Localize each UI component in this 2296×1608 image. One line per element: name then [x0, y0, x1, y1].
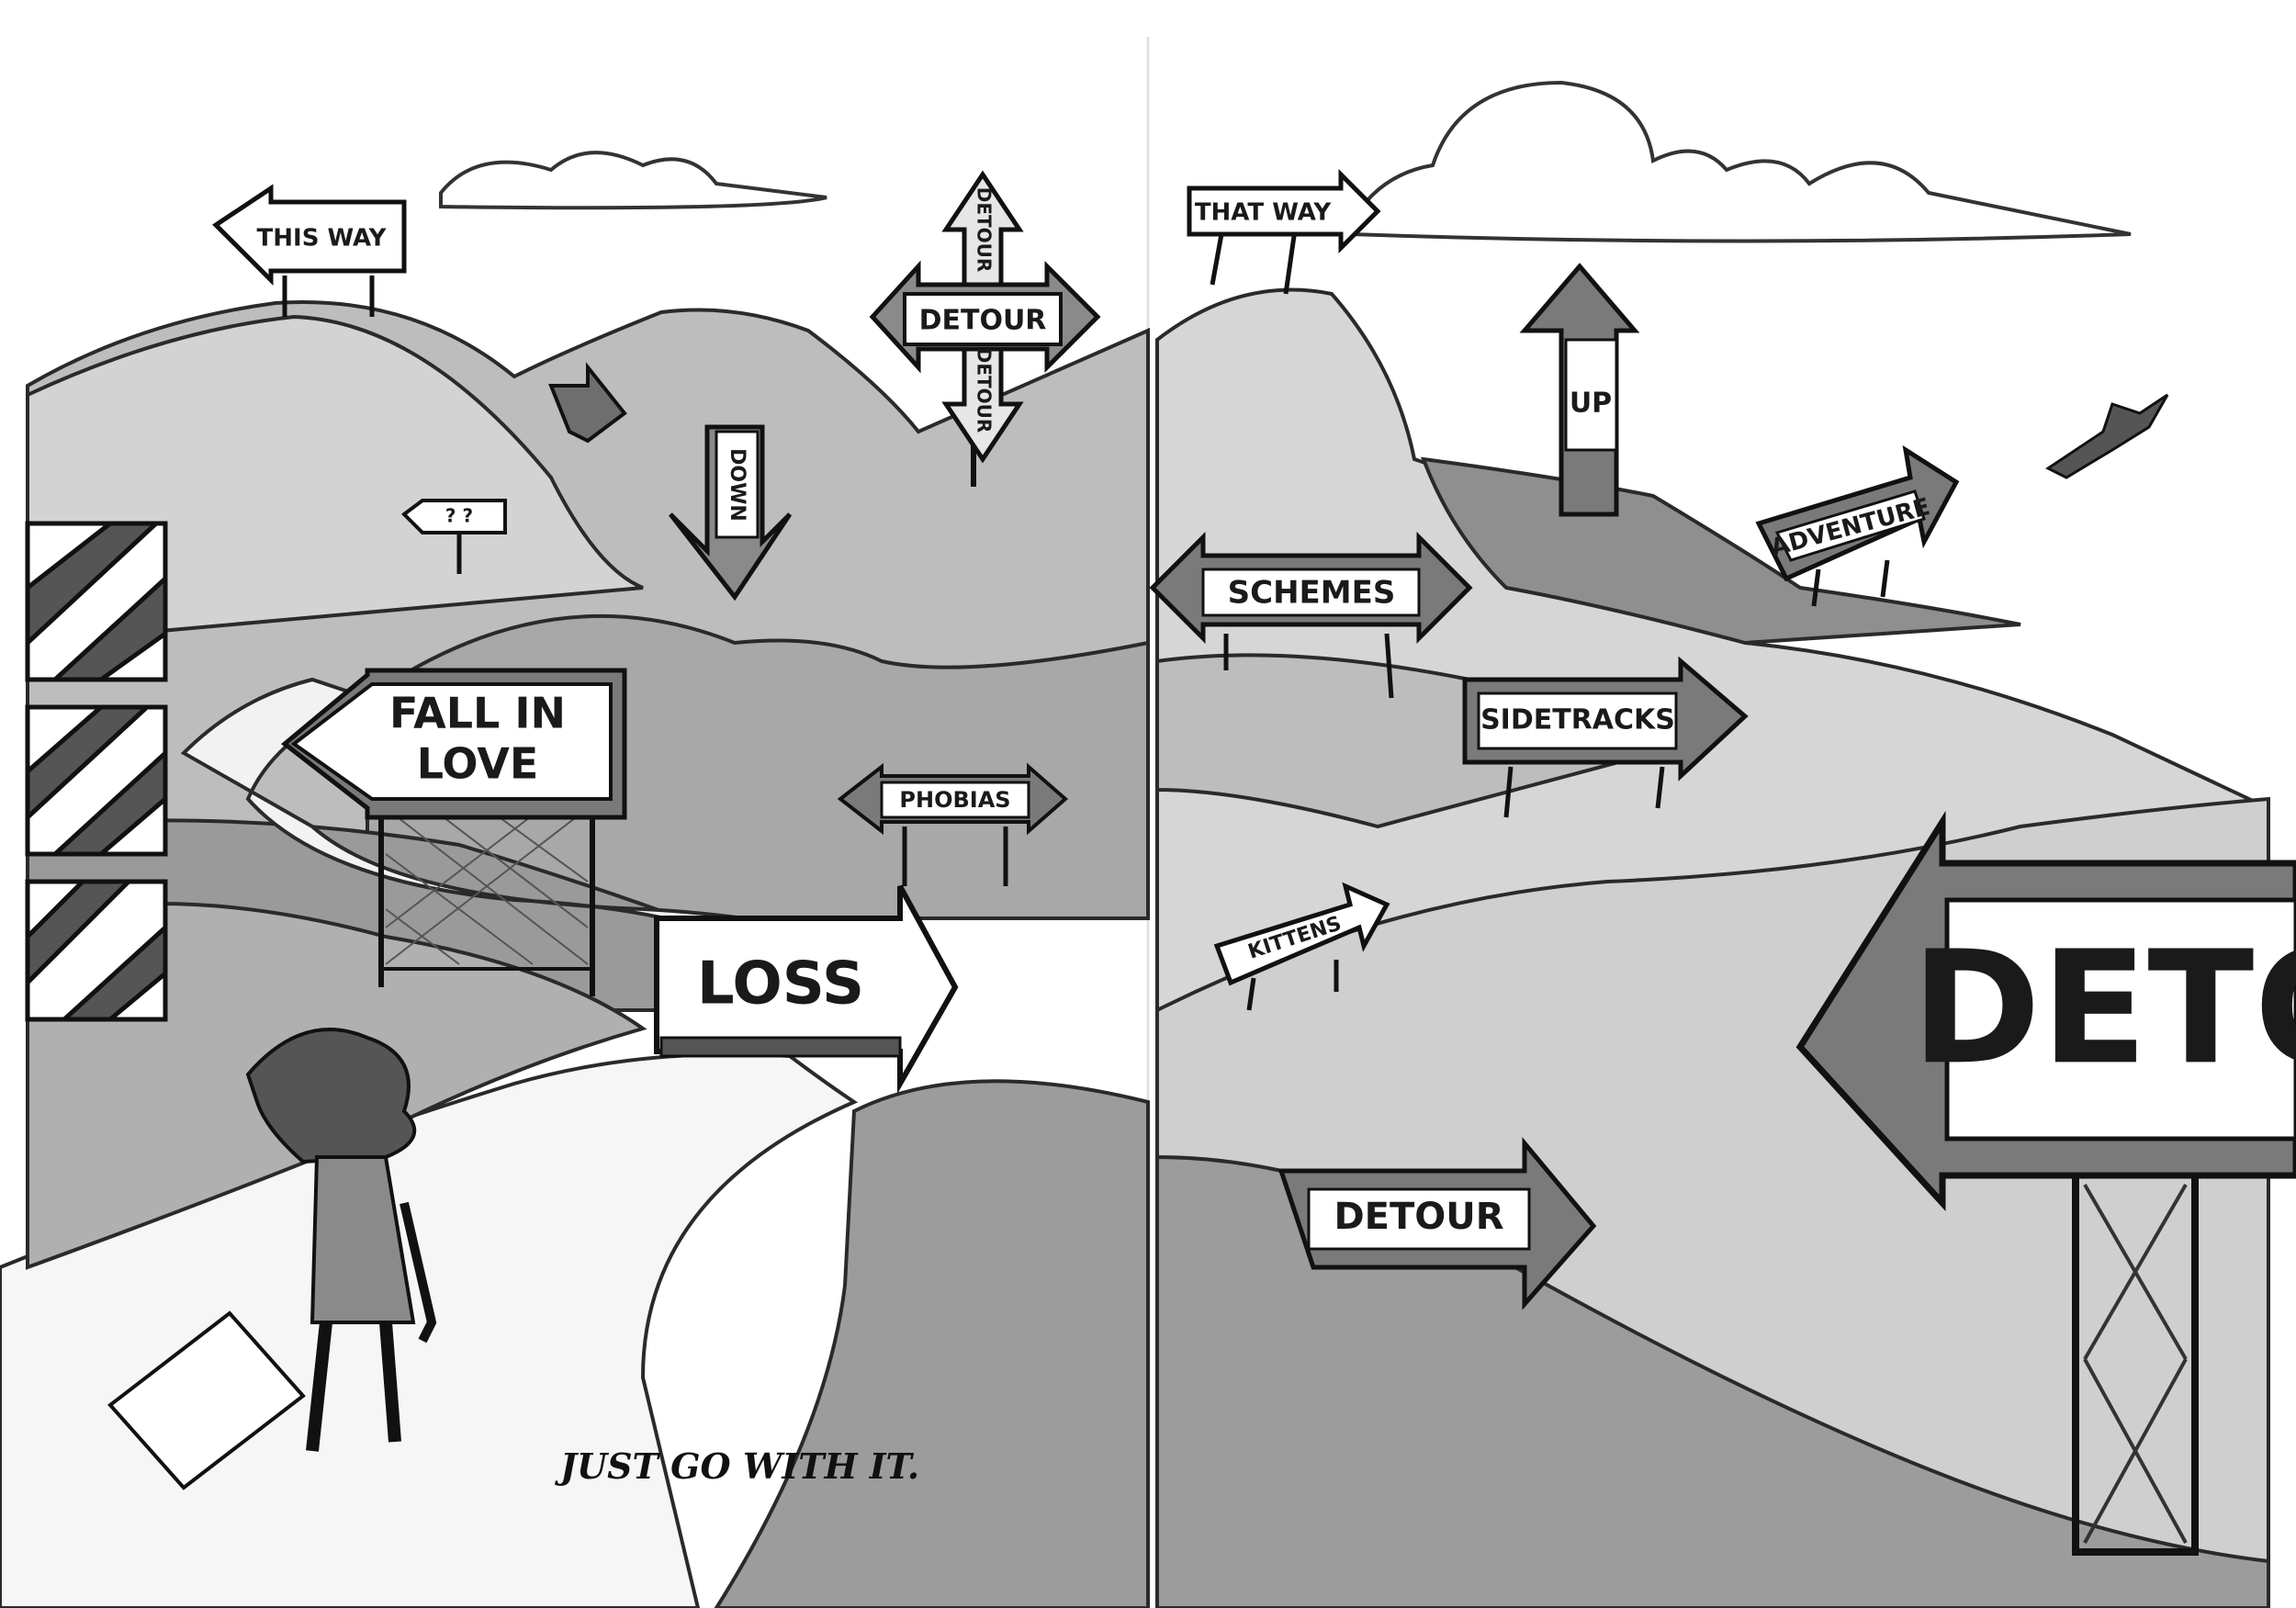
sign-phobias: PHOBIAS: [837, 762, 1069, 886]
sign-fall-in-love: FALL IN LOVE: [281, 668, 627, 996]
sign-fall-in-love-label-1: FALL IN: [389, 689, 566, 738]
sign-phobias-label: PHOBIAS: [899, 787, 1010, 813]
sign-detour-vertical-top-label: DETOUR: [974, 187, 996, 273]
sign-that-way: THAT WAY: [1187, 168, 1381, 295]
sign-up: UP: [1519, 263, 1640, 517]
caption: JUST GO WITH IT.: [555, 1445, 919, 1487]
sign-fall-in-love-label-2: LOVE: [417, 739, 539, 789]
sign-up-label: UP: [1570, 388, 1612, 420]
sign-loss: LOSS: [654, 884, 959, 1095]
sign-sidetracks: SIDETRACKS: [1462, 656, 1749, 818]
sign-down: DOWN: [669, 424, 793, 602]
sign-that-way-label: THAT WAY: [1195, 199, 1333, 227]
cloud-right: [1348, 80, 2132, 243]
sign-schemes-label: SCHEMES: [1228, 575, 1396, 612]
sign-detour-vertical-bottom-label: DETOUR: [974, 348, 996, 433]
sign-this-way-label: THIS WAY: [257, 225, 388, 253]
barricade: [25, 521, 168, 1022]
sign-down-label: DOWN: [726, 448, 748, 522]
sign-question-label: ? ?: [445, 505, 473, 527]
sign-sidetracks-label: SIDETRACKS: [1480, 704, 1675, 737]
sign-detour-low-label: DETOUR: [1334, 1196, 1503, 1238]
sign-this-way: THIS WAY: [212, 184, 407, 317]
sign-detour-cross-label: DETOUR: [919, 305, 1047, 337]
sign-detour-big: DETO: [1795, 810, 2296, 1556]
traveler-figure: [107, 1028, 437, 1490]
sign-question: ? ?: [400, 499, 507, 574]
small-arrow-sign: [548, 362, 627, 444]
sign-schemes: SCHEMES: [1149, 531, 1473, 699]
sign-detour-big-label: DETO: [1911, 917, 2296, 1099]
sign-detour-cross: DETOUR DETOUR DETOUR: [869, 170, 1101, 487]
flying-figure: [2045, 393, 2169, 479]
cloud-left: [439, 151, 827, 210]
sign-detour-low: DETOUR: [1277, 1137, 1597, 1310]
sign-loss-label: LOSS: [697, 950, 864, 1018]
